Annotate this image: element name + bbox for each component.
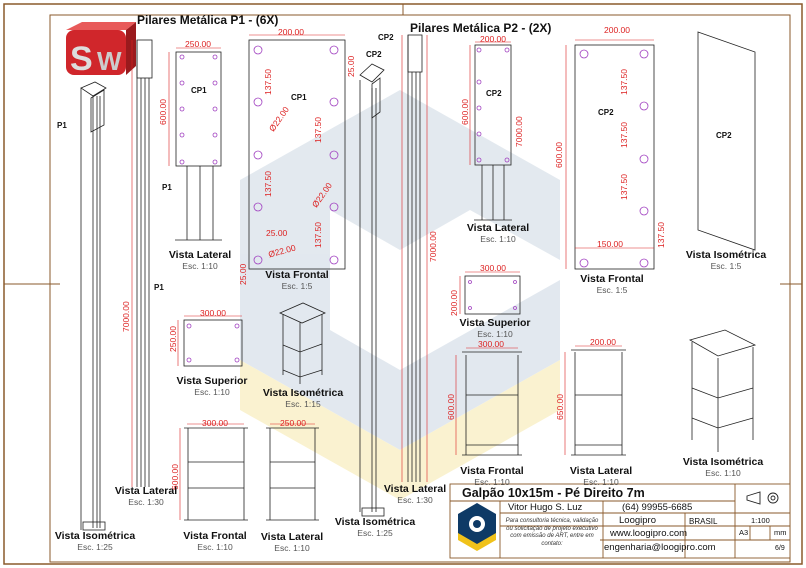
dim-width: 300.00 [480, 263, 506, 273]
dim-column-height: 7000.00 [121, 301, 131, 332]
sheet-size: A3 [739, 528, 749, 537]
label-cp2: CP2 [716, 131, 732, 140]
dim-width: 300.00 [200, 308, 226, 318]
label-p1: P1 [162, 183, 172, 192]
dim-height: 600.00 [554, 142, 564, 168]
company-name: Loogipro [619, 515, 656, 526]
country: BRASIL [689, 517, 718, 526]
dim-width: 150.00 [597, 239, 623, 249]
label-cp2: CP2 [486, 89, 502, 98]
website-link[interactable]: www.loogipro.com [610, 528, 688, 539]
watermark-logo [240, 90, 560, 500]
dim-column-height: 7000.00 [428, 231, 438, 262]
drawing-scale: 1:100 [751, 516, 770, 525]
dim-width: 250.00 [280, 418, 306, 428]
drawing-title: Galpão 10x15m - Pé Direito 7m [462, 486, 645, 500]
dim-plate-height: 7000.00 [514, 116, 524, 147]
dim-width: 200.00 [278, 27, 304, 37]
dim-width: 300.00 [478, 339, 504, 349]
dim-width: 300.00 [202, 418, 228, 428]
label-cp2: CP2 [598, 108, 614, 117]
dim-width: 200.00 [604, 25, 630, 35]
label-cp1: CP1 [291, 93, 307, 102]
dim-spacing: 137.50 [619, 174, 629, 200]
p2-title: Pilares Metálica P2 - (2X) [410, 21, 552, 35]
dim-height: 250.00 [168, 326, 178, 352]
dim-spacing: 137.50 [619, 69, 629, 95]
dim-width: 200.00 [480, 34, 506, 44]
dim-spacing: 137.50 [263, 171, 273, 197]
projection-symbol-icon [746, 491, 779, 505]
dim-edge: 25.00 [238, 263, 248, 285]
label-cp1: CP1 [191, 86, 207, 95]
consulting-note: Para consultoria técnica, validação ou s… [505, 518, 599, 547]
contact-phone: (64) 99955-6685 [622, 502, 693, 513]
label-p1: P1 [57, 121, 67, 130]
label-cp2: CP2 [366, 50, 382, 59]
dim-height: 600.00 [460, 99, 470, 125]
inner-frame [49, 14, 791, 563]
dim-spacing: 137.50 [313, 222, 323, 248]
label-p1: P1 [154, 283, 164, 292]
label-cp2: CP2 [378, 33, 394, 42]
dim-edge: 25.00 [266, 228, 288, 238]
dim-edge: 25.00 [346, 55, 356, 77]
dim-spacing: 137.50 [313, 117, 323, 143]
dim-height: 650.00 [555, 394, 565, 420]
svg-text:W: W [97, 46, 122, 76]
dim-spacing: 137.50 [263, 69, 273, 95]
author-name: Vitor Hugo S. Luz [508, 502, 583, 513]
dim-spacing: 137.50 [656, 222, 666, 248]
svg-text:S: S [70, 40, 93, 78]
title-block [449, 483, 791, 559]
p1-title: Pilares Metálica P1 - (6X) [137, 13, 279, 27]
dim-height: 200.00 [449, 290, 459, 316]
dim-spacing: 137.50 [619, 122, 629, 148]
bolt-holes [179, 45, 649, 363]
dim-width: 200.00 [590, 337, 616, 347]
email-link[interactable]: engenharia@loogipro.com [604, 542, 716, 553]
loogipro-logo-icon [458, 503, 496, 551]
dim-height: 600.00 [158, 99, 168, 125]
unit: mm [774, 528, 787, 537]
dim-width: 250.00 [185, 39, 211, 49]
dimension-lines [131, 34, 654, 520]
solidworks-logo-icon: S W [66, 22, 136, 78]
page-number: 6/9 [775, 545, 785, 552]
dim-height: 600.00 [446, 394, 456, 420]
